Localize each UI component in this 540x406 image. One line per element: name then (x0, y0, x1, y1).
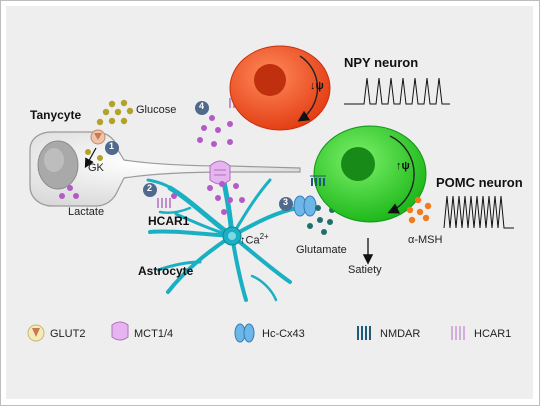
mct-icon (111, 321, 129, 341)
lactate-molecules-tanycyte (59, 185, 79, 199)
npy-potential-label: ↓ψ (310, 80, 324, 92)
calcium-label: ↑Ca2+ (240, 232, 269, 247)
legend-nmdar-label: NMDAR (380, 328, 421, 340)
glut2-transporter (90, 129, 106, 145)
hcar1-receptor-astrocyte (157, 198, 171, 208)
glut2-icon (27, 324, 45, 342)
nmdar-receptor (310, 175, 326, 186)
tanycyte-cell (29, 131, 301, 207)
lactate-label: Lactate (68, 206, 105, 218)
glucose-molecules (85, 99, 134, 161)
hcar1-label: HCAR1 (148, 214, 190, 228)
nmdar-icon (357, 326, 371, 340)
satiety-label: Satiety (348, 264, 382, 276)
gk-arrow (84, 147, 97, 169)
step-4: 4 (199, 101, 205, 111)
alpha-msh-label: α-MSH (408, 234, 443, 246)
step-1: 1 (109, 141, 115, 151)
astrocyte-cell (146, 169, 300, 302)
step-3: 3 (283, 197, 289, 207)
mct-transporter (209, 160, 231, 185)
lactate-molecules (171, 115, 245, 215)
hc-cx43-icon (234, 323, 255, 343)
glutamate-label: Glutamate (296, 244, 347, 256)
npy-spike-train (344, 77, 450, 105)
legend-hc-cx43-label: Hc-Cx43 (262, 328, 305, 340)
pomc-potential-label: ↑ψ (396, 160, 410, 172)
glucose-label: Glucose (136, 104, 177, 116)
alpha-msh-molecules (406, 196, 432, 224)
pomc-neuron-cell (313, 125, 427, 223)
astrocyte-label: Astrocyte (138, 264, 194, 278)
legend-mct-label: MCT1/4 (134, 328, 174, 340)
step-badges (105, 101, 293, 211)
pomc-spike-train (443, 195, 514, 229)
gk-label: GK (88, 162, 104, 174)
step-2: 2 (147, 183, 153, 193)
hc-cx43-channels (293, 195, 317, 217)
hcar1-icon (451, 326, 465, 340)
npy-neuron-cell (229, 45, 331, 131)
pomc-neuron-label: POMC neuron (436, 175, 523, 190)
legend-glut2-label: GLUT2 (50, 328, 86, 340)
tanycyte-label: Tanycyte (30, 108, 82, 122)
legend-hcar1-label: HCAR1 (474, 328, 512, 340)
npy-neuron-label: NPY neuron (344, 55, 419, 70)
